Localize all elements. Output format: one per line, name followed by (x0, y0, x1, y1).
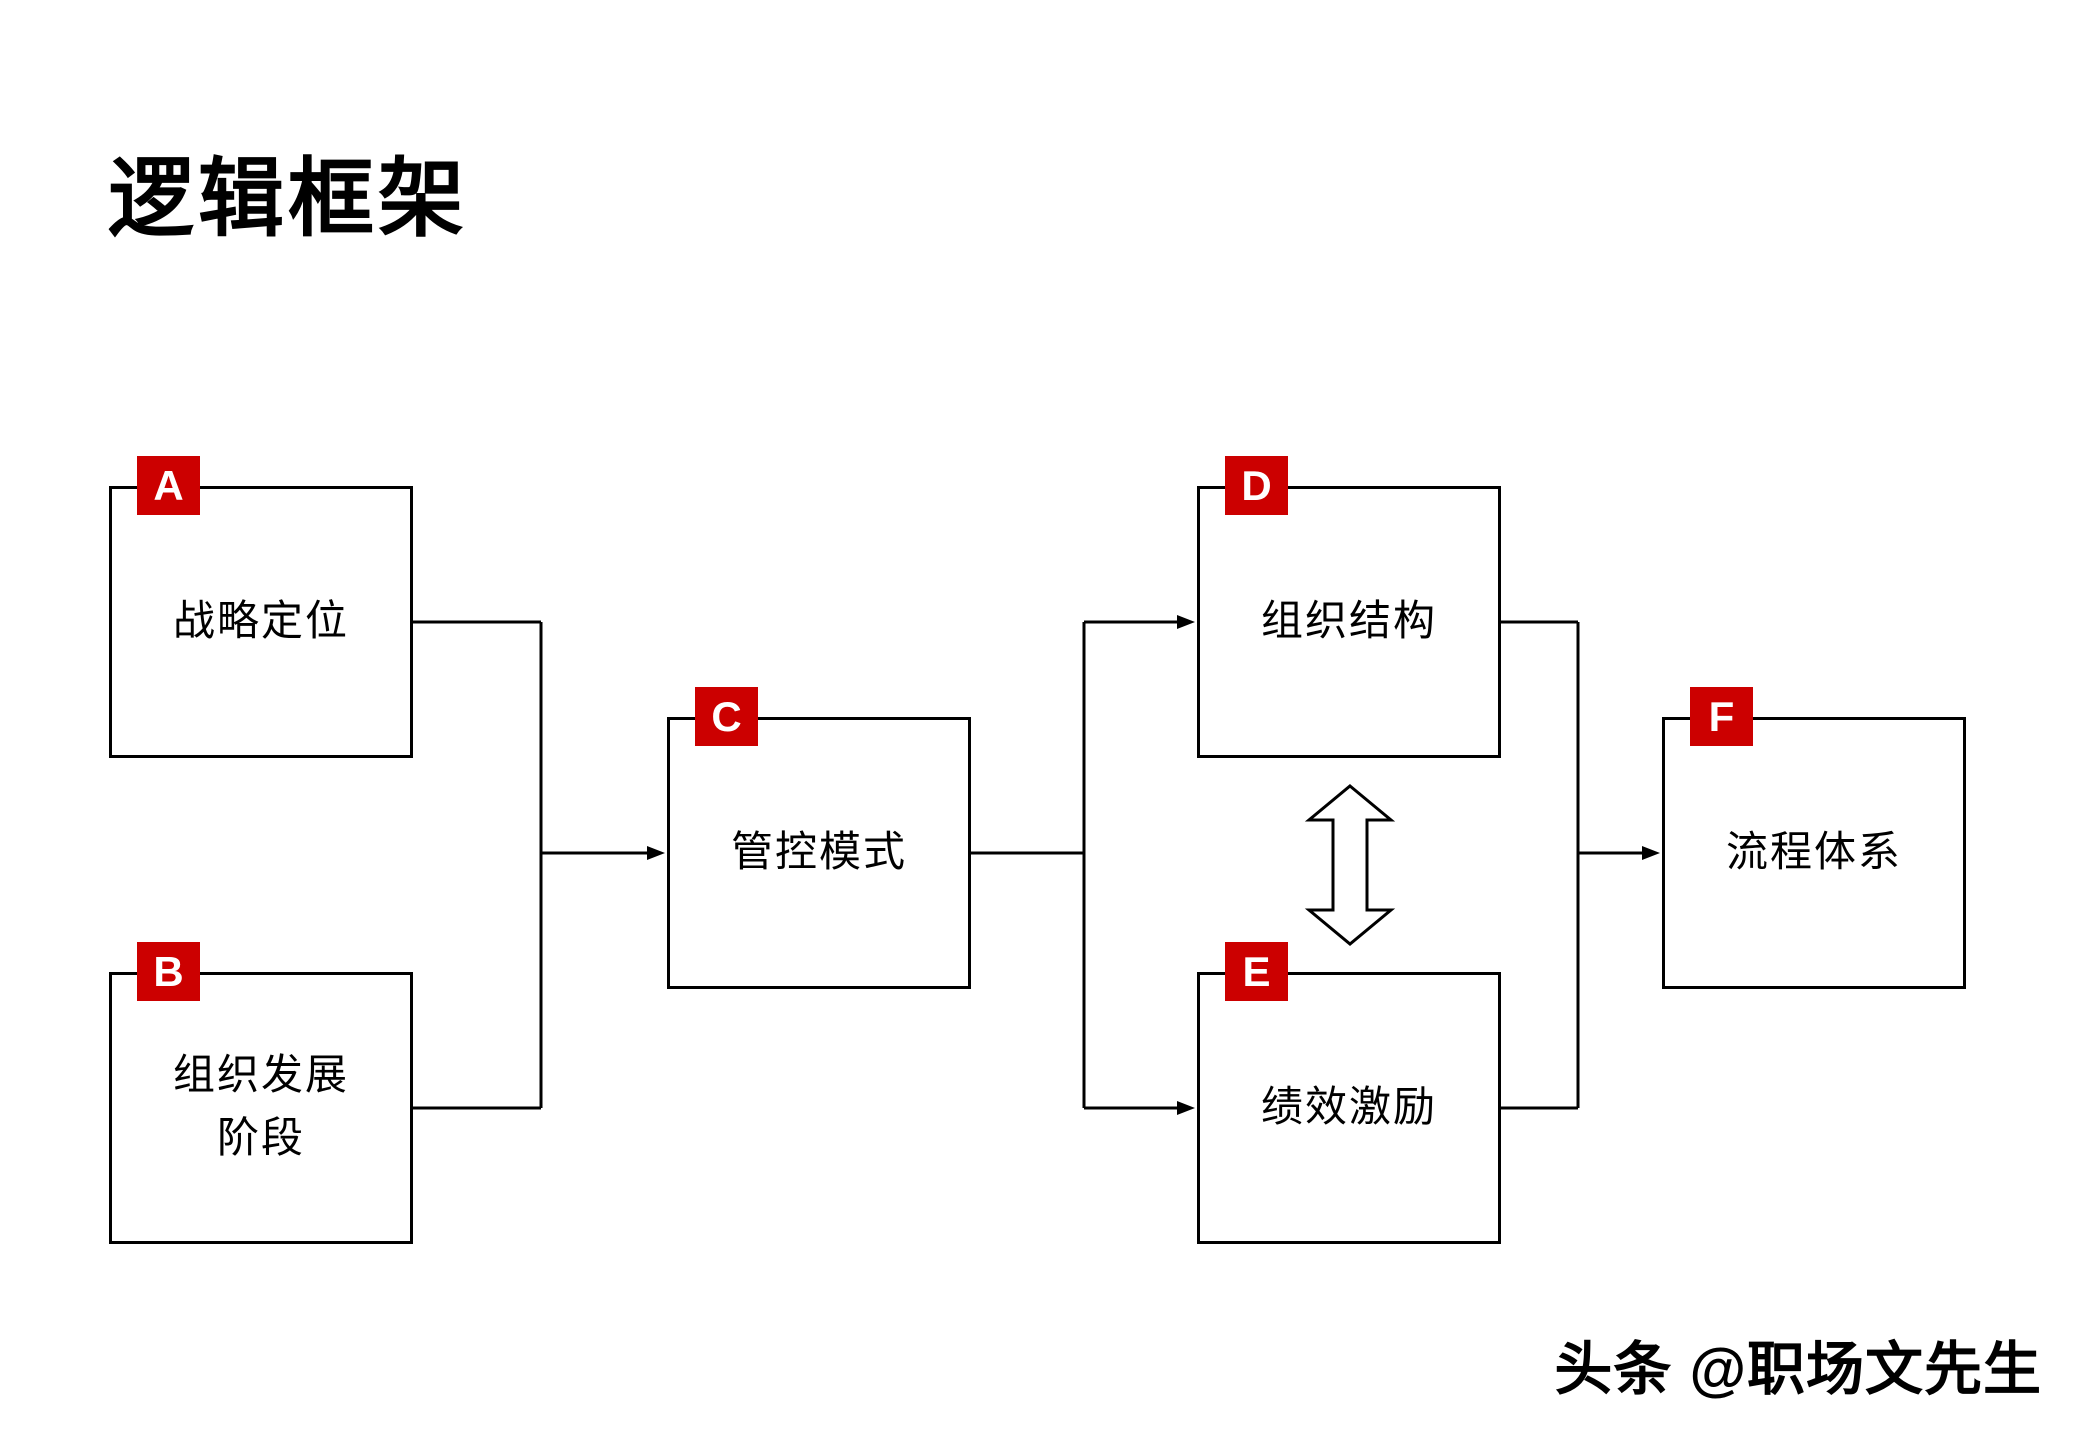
node-label: 管控模式 (730, 829, 907, 876)
connector-a-b-merge (413, 620, 543, 1110)
node-badge-d: D (1225, 456, 1288, 515)
node-organization-structure: D 组织结构 (1197, 456, 1501, 758)
node-label: 绩效激励 (1260, 1084, 1437, 1131)
node-badge-b: B (137, 942, 200, 1001)
watermark: 头条 @职场文先生 (1554, 1337, 2042, 1402)
node-label: 战略定位 (172, 598, 349, 645)
node-badge-e: E (1225, 942, 1288, 1001)
connector-c-split (971, 622, 1086, 1108)
node-badge-a: A (137, 456, 200, 515)
bidirectional-arrow-icon (1304, 784, 1396, 946)
node-badge-f: F (1690, 687, 1753, 746)
node-label: 流程体系 (1725, 829, 1902, 876)
node-performance-incentive: E 绩效激励 (1197, 942, 1501, 1244)
node-control-model: C 管控模式 (667, 687, 971, 989)
node-org-development-stage: B 组织发展 阶段 (109, 942, 413, 1244)
connector-d-e-merge (1501, 620, 1580, 1110)
page-title: 逻辑框架 (108, 151, 468, 247)
node-badge-c: C (695, 687, 758, 746)
node-strategic-positioning: A 战略定位 (109, 456, 413, 758)
node-label: 组织发展 阶段 (172, 1053, 349, 1162)
node-label: 组织结构 (1260, 598, 1437, 645)
node-process-system: F 流程体系 (1662, 687, 1966, 989)
